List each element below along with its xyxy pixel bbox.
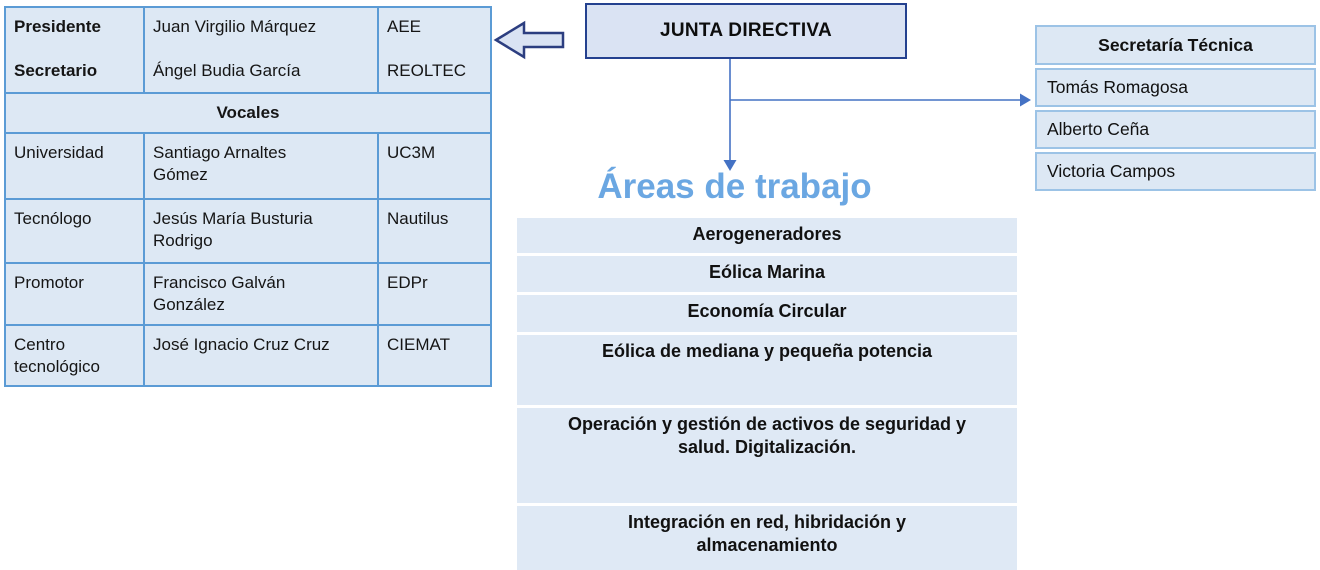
list-item: Tomás Romagosa bbox=[1035, 68, 1316, 107]
secretaria-tecnica-table: Secretaría Técnica Tomás Romagosa Albert… bbox=[1035, 25, 1316, 191]
vocal-category: Tecnólogo bbox=[4, 197, 145, 264]
vocal-category: Universidad bbox=[4, 131, 145, 200]
presidente-org: AEE bbox=[387, 17, 422, 36]
vocal-org: Nautilus bbox=[377, 197, 492, 264]
area-item: Aerogeneradores bbox=[517, 218, 1017, 253]
table-row: Promotor Francisco Galván González EDPr bbox=[4, 261, 492, 326]
table-row: Universidad Santiago Arnaltes Gómez UC3M bbox=[4, 131, 492, 200]
table-row: Centro tecnológico José Ignacio Cruz Cru… bbox=[4, 323, 492, 388]
presidente-name: Juan Virgilio Márquez bbox=[153, 17, 317, 36]
role-presidente: Presidente bbox=[14, 17, 101, 36]
area-item: Eólica Marina bbox=[517, 256, 1017, 292]
vocal-org: CIEMAT bbox=[377, 323, 492, 388]
role-secretario: Secretario bbox=[14, 61, 98, 81]
officers-name-cell: Juan Virgilio Márquez Ángel Budia García bbox=[143, 6, 379, 94]
left-block-arrow-icon bbox=[493, 20, 567, 60]
vocal-org: UC3M bbox=[377, 131, 492, 200]
vocal-category: Centro tecnológico bbox=[4, 323, 145, 388]
area-item: Operación y gestión de activos de seguri… bbox=[517, 408, 1017, 503]
area-item: Economía Circular bbox=[517, 295, 1017, 332]
vocal-category: Promotor bbox=[4, 261, 145, 326]
areas-list: Aerogeneradores Eólica Marina Economía C… bbox=[517, 218, 1017, 570]
vocal-name: Santiago Arnaltes Gómez bbox=[143, 131, 379, 200]
vocal-name: Jesús María Busturia Rodrigo bbox=[143, 197, 379, 264]
list-item: Alberto Ceña bbox=[1035, 110, 1316, 149]
area-item: Eólica de mediana y pequeña potencia bbox=[517, 335, 1017, 405]
secretario-name: Ángel Budia García bbox=[153, 61, 301, 81]
right-arrowhead-icon bbox=[1020, 93, 1031, 107]
secretario-org: REOLTEC bbox=[387, 61, 467, 81]
vocal-name: Francisco Galván González bbox=[143, 261, 379, 326]
vocal-name: José Ignacio Cruz Cruz bbox=[143, 323, 379, 388]
area-item: Integración en red, hibridación y almace… bbox=[517, 506, 1017, 570]
officers-org-cell: AEE REOLTEC bbox=[377, 6, 492, 94]
junta-directiva-box: JUNTA DIRECTIVA bbox=[585, 3, 907, 59]
junta-directiva-table: Presidente Secretario Juan Virgilio Márq… bbox=[4, 6, 492, 388]
areas-title: Áreas de trabajo bbox=[597, 167, 872, 206]
junta-directiva-label: JUNTA DIRECTIVA bbox=[660, 20, 832, 41]
list-item: Victoria Campos bbox=[1035, 152, 1316, 191]
officers-role-cell: Presidente Secretario bbox=[4, 6, 145, 94]
vocales-header: Vocales bbox=[4, 92, 492, 134]
vocales-header-row: Vocales bbox=[4, 92, 492, 134]
officers-row: Presidente Secretario Juan Virgilio Márq… bbox=[4, 6, 492, 94]
table-row: Tecnólogo Jesús María Busturia Rodrigo N… bbox=[4, 197, 492, 264]
secretaria-header: Secretaría Técnica bbox=[1035, 25, 1316, 65]
vocal-org: EDPr bbox=[377, 261, 492, 326]
